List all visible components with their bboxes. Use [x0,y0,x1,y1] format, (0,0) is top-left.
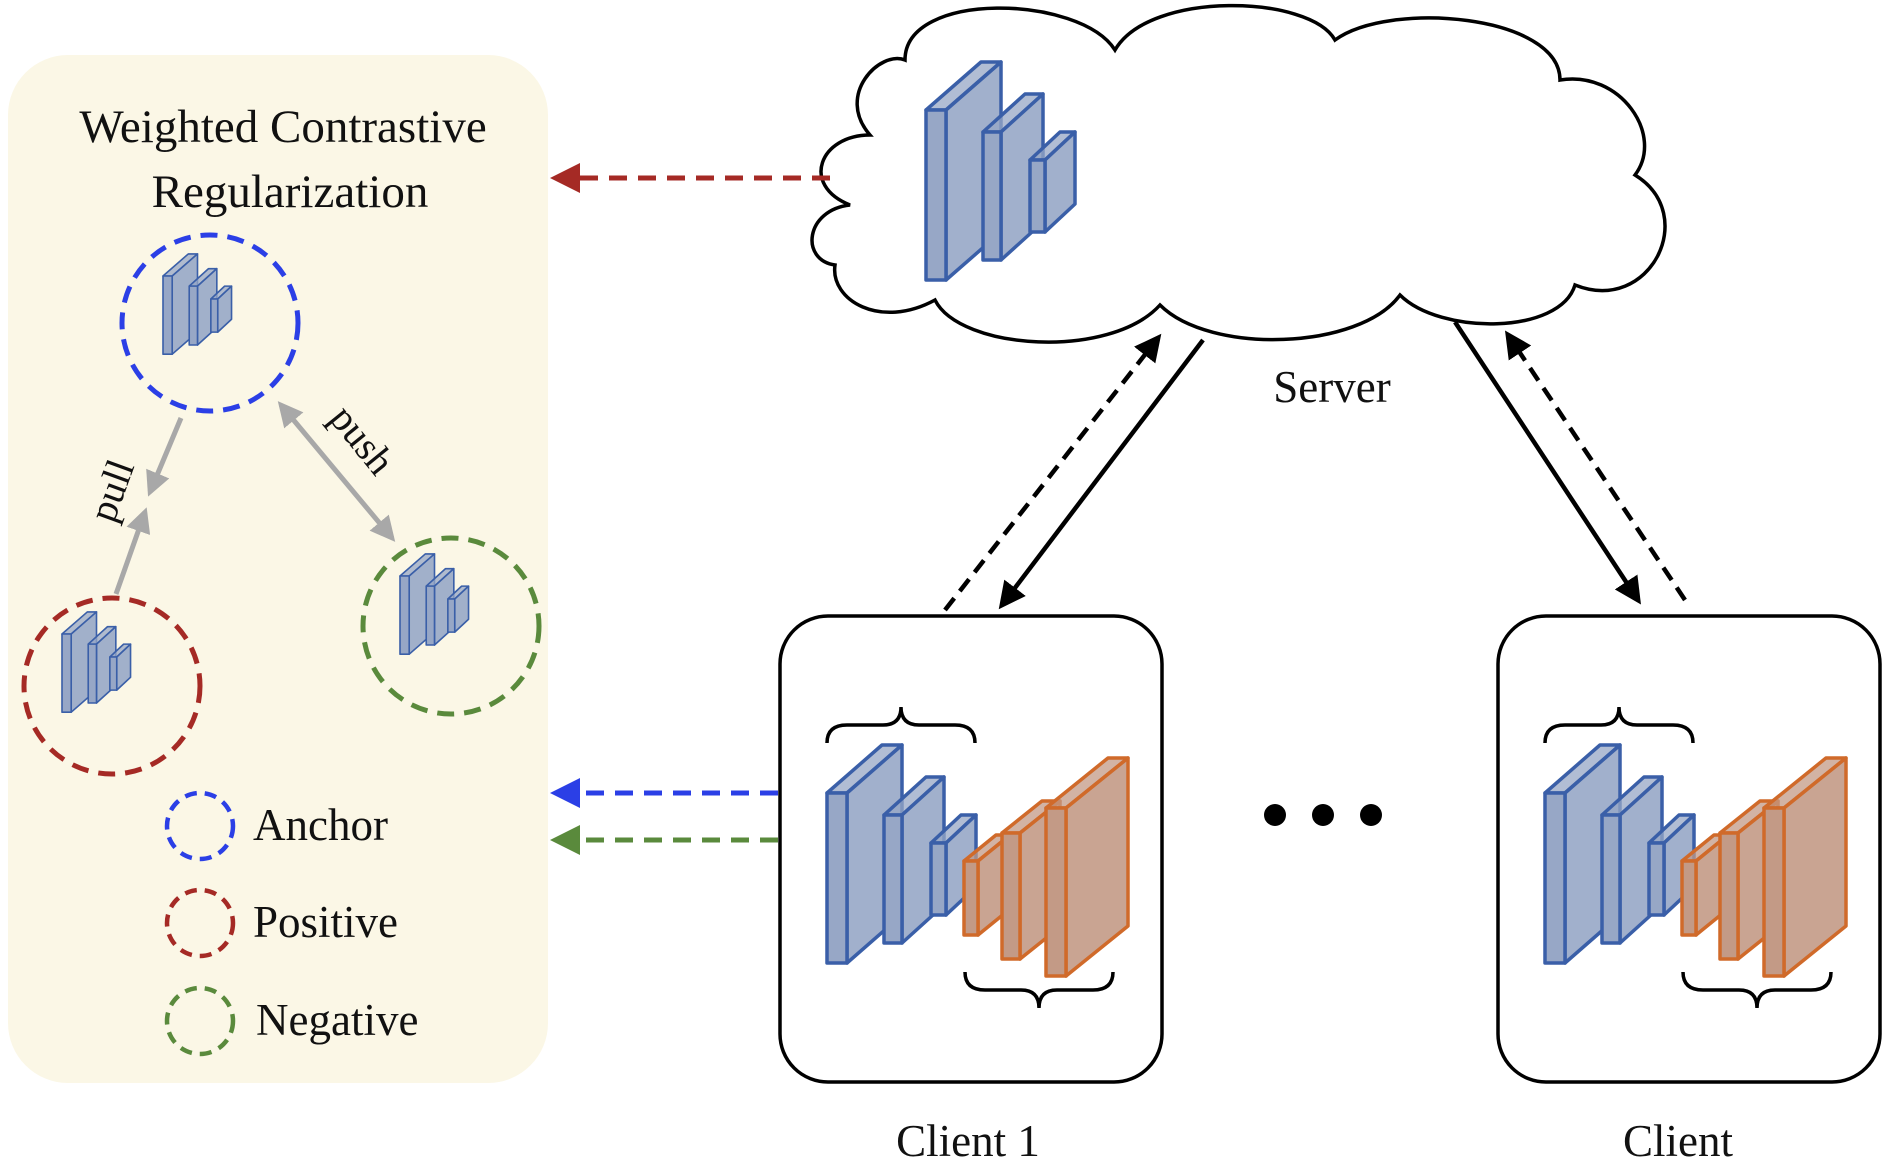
encoder-layer-3 [447,585,470,633]
legend-anchor-swatch [164,790,236,862]
panel-title-line2: Regularization [152,166,429,218]
encoder-layer-3 [109,643,132,691]
brace-icon [1543,706,1695,744]
more-clients-ellipsis [1264,804,1382,826]
encoder-layer-3 [1028,130,1077,234]
negative-circle [360,535,542,717]
client1-label: Client 1 [896,1116,1040,1166]
encoder-layer-3 [210,285,233,333]
encoder-layer-2 [1600,775,1664,945]
negative-model-icon [399,553,470,656]
legend-anchor-label: Anchor [253,800,388,850]
encoder-layer-1 [1543,743,1622,965]
client2-label: Client [1623,1116,1733,1166]
legend-negative-label: Negative [256,995,418,1045]
encoder-layer-2 [981,92,1045,262]
panel-title-line1: Weighted Contrastive [79,101,486,153]
brace-icon [1681,971,1833,1009]
legend-positive-label: Positive [253,897,398,947]
client1-download-arrow [998,338,1205,610]
pull-arrow-upper [146,417,184,497]
positive-model-icon [61,611,132,714]
legend-negative-swatch [164,985,236,1057]
anchor-model-icon [162,253,233,356]
legend-positive-swatch [164,887,236,959]
client2-download-arrow [1453,320,1641,605]
client2-upload-arrow [1505,330,1687,602]
client2-model-icon [1543,706,1848,1009]
server-label: Server [1273,362,1390,412]
push-arrow [277,401,396,542]
anchor-circle [119,232,301,414]
head-layer-3 [1044,756,1130,978]
brace-icon [963,971,1115,1009]
contrastive-panel [8,55,548,1083]
server-model-icon [924,60,1077,282]
pull-arrow-lower [113,507,151,595]
client1-upload-arrow [943,333,1162,612]
server-cloud [810,3,1667,344]
positive-circle [21,595,203,777]
brace-icon [825,706,977,744]
client1-model-icon [825,706,1130,1009]
head-layer-3 [1762,756,1848,978]
